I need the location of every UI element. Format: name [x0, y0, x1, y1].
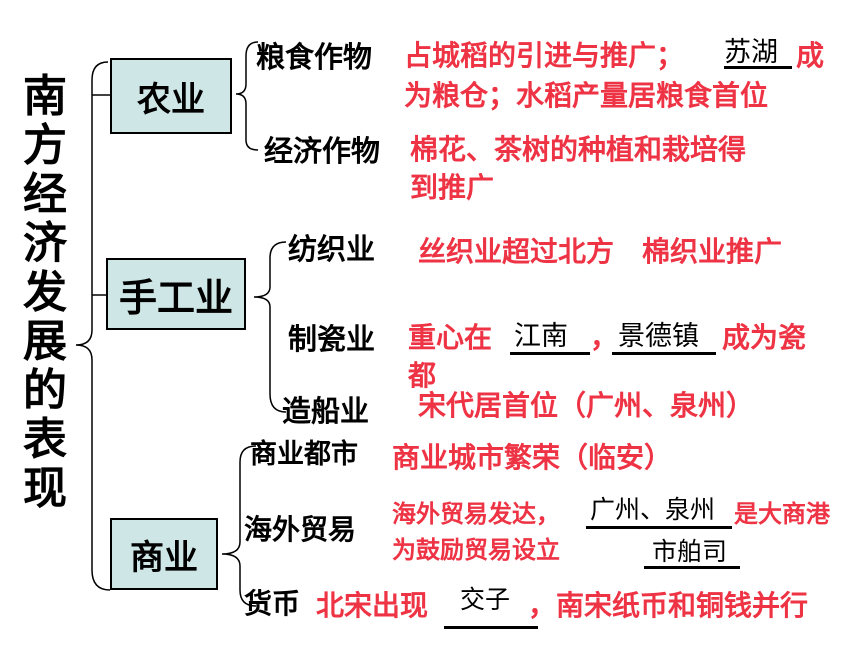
grain-answer-underline	[724, 66, 792, 69]
porcelain-answer-2-underline	[612, 352, 716, 355]
currency-answer: 交子	[460, 585, 511, 614]
grain-text-3: 为粮仓；水稻产量居粮食首位	[404, 79, 769, 112]
porcelain-text-1: 重心在	[408, 321, 493, 354]
commerce-brace	[221, 445, 257, 607]
commercial-city-label: 商业都市	[250, 439, 358, 470]
commercial-city-text: 商业城市繁荣（临安）	[392, 441, 673, 474]
agriculture-brace	[235, 41, 259, 151]
grain-text-1: 占城稻的引进与推广；	[404, 39, 685, 72]
currency-text-1: 北宋出现	[316, 589, 429, 622]
handicraft-brace	[253, 241, 287, 413]
grain-answer: 苏湖	[724, 37, 778, 68]
shipbuilding-text: 宋代居首位（广州、泉州）	[418, 389, 755, 422]
cash-text-2: 到推广	[410, 171, 495, 204]
main-brace	[75, 61, 111, 591]
trade-answer-1: 广州、泉州	[590, 495, 716, 524]
textile-text: 丝织业超过北方 棉织业推广	[418, 235, 783, 268]
trade-answer-1-underline	[586, 526, 732, 529]
porcelain-separator: ，	[590, 321, 619, 354]
porcelain-answer-2: 景德镇	[618, 321, 699, 352]
trade-text-1: 海外贸易发达，	[392, 500, 560, 528]
cash-text-1: 棉花、茶树的种植和栽培得	[410, 133, 747, 166]
overseas-trade-label: 海外贸易	[244, 513, 357, 546]
currency-label: 货币	[244, 587, 301, 620]
textile-label: 纺织业	[288, 232, 376, 266]
currency-answer-underline	[444, 626, 538, 629]
shipbuilding-label: 造船业	[282, 394, 370, 428]
porcelain-text-3: 都	[408, 359, 437, 392]
trade-answer-2: 市舶司	[652, 537, 728, 566]
grain-text-2: 成	[796, 39, 825, 72]
porcelain-label: 制瓷业	[288, 322, 376, 356]
category-commerce: 商业	[110, 518, 218, 590]
main-title: 南方经济发展的表现	[23, 71, 67, 514]
trade-text-2: 是大商港	[734, 500, 830, 528]
cash-crops-label: 经济作物	[264, 134, 381, 168]
porcelain-text-2: 成为瓷	[722, 321, 807, 354]
trade-answer-2-underline	[644, 566, 740, 569]
porcelain-answer-1: 江南	[514, 321, 568, 352]
currency-text-2: ，南宋纸币和铜钱并行	[528, 589, 809, 622]
grain-crops-label: 粮食作物	[256, 40, 373, 74]
trade-text-3: 为鼓励贸易设立	[392, 536, 560, 564]
category-agriculture: 农业	[110, 58, 232, 134]
porcelain-answer-1-underline	[510, 352, 590, 355]
category-handicraft: 手工业	[106, 258, 246, 330]
